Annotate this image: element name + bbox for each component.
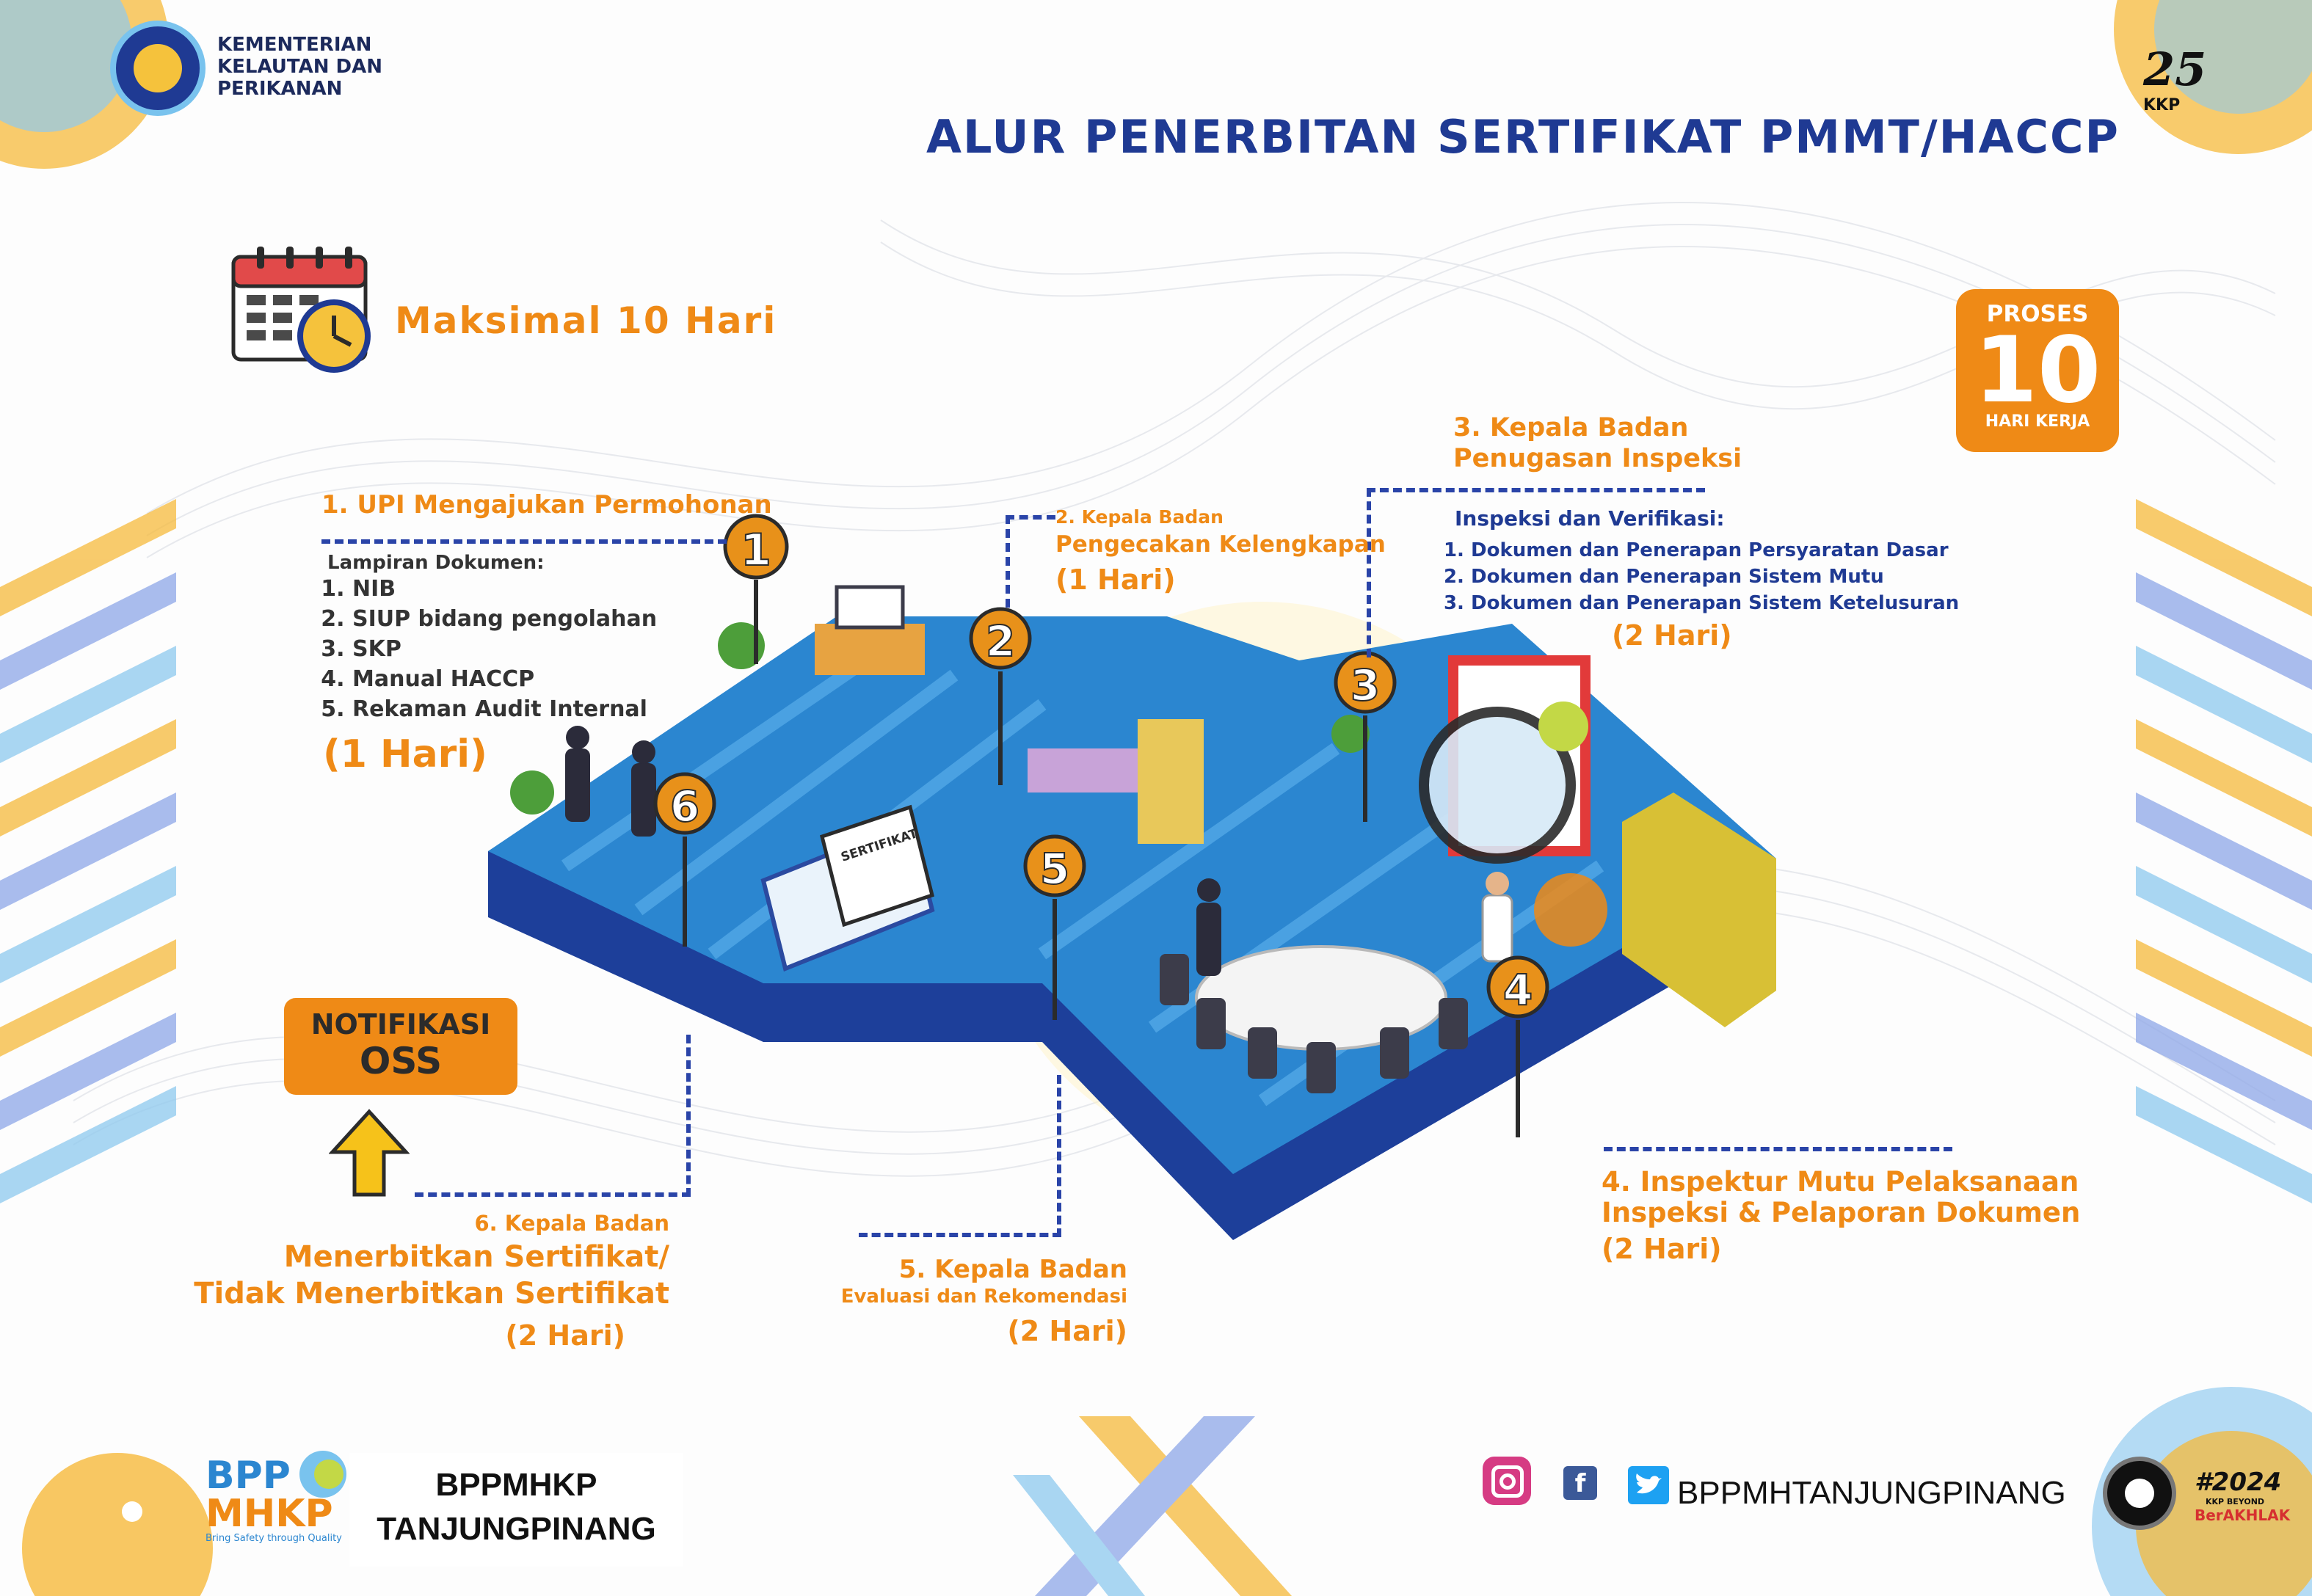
instagram-icon[interactable]: [1483, 1457, 1531, 1505]
connector-line-4: [1604, 1147, 1952, 1151]
social-handle[interactable]: BPPMHTANJUNGPINANG: [1677, 1475, 2066, 1511]
notification-line2: OSS: [359, 1040, 443, 1082]
inspection-item: Dokumen dan Penerapan Sistem Ketelusuran: [1471, 590, 1959, 616]
doc-item: SKP: [352, 634, 657, 664]
ministry-line: KEMENTERIAN: [217, 34, 372, 56]
facebook-icon[interactable]: f: [1563, 1466, 1597, 1500]
logo-tagline: Bring Safety through Quality: [206, 1533, 342, 1544]
max-duration-label: Maksimal 10 Hari: [395, 299, 777, 342]
step3-duration: (2 Hari): [1612, 619, 1732, 652]
badge-number: 10: [1974, 318, 2101, 423]
berakhlak-badge: #2024 KKP BEYOND BerAKHLAK: [2195, 1468, 2291, 1524]
step4-duration: (2 Hari): [1602, 1233, 1722, 1265]
connector-line-2: [1006, 515, 1055, 608]
unit-line: BPPMHKP: [435, 1467, 597, 1503]
connector-line-3: [1367, 488, 1705, 657]
anniversary-text: KKP: [2143, 96, 2181, 114]
office-floor-illustration: SERTIFIKAT: [488, 585, 1776, 1240]
campaign-brand: BerAKHLAK: [2195, 1506, 2291, 1524]
step6-title: 6. Kepala Badan: [474, 1211, 669, 1236]
step6-subtitle-line: Tidak Menerbitkan Sertifikat: [194, 1277, 669, 1311]
step5-subtitle: Evaluasi dan Rekomendasi: [840, 1286, 1127, 1308]
step6-subtitle-line: Menerbitkan Sertifikat/: [283, 1240, 669, 1274]
anniversary-logo: 25 KKP: [2143, 43, 2246, 114]
step3-sub-heading: Inspeksi dan Verifikasi:: [1455, 506, 1725, 531]
campaign-sub: KKP BEYOND: [2205, 1497, 2265, 1506]
step1-doc-heading: Lampiran Dokumen:: [327, 552, 545, 574]
step5-title: 5. Kepala Badan: [898, 1255, 1127, 1284]
ministry-name: KEMENTERIAN KELAUTAN DAN PERIKANAN: [217, 34, 382, 100]
step6-duration: (2 Hari): [505, 1319, 625, 1352]
inspection-item: Dokumen dan Penerapan Persyaratan Dasar: [1471, 537, 1959, 564]
notification-line1: NOTIFIKASI: [310, 1008, 491, 1041]
step3-item-list: Dokumen dan Penerapan Persyaratan Dasar …: [1450, 537, 1959, 616]
step4-title-line: Inspeksi & Pelaporan Dokumen: [1602, 1197, 2081, 1228]
inspection-item: Dokumen dan Penerapan Sistem Mutu: [1471, 564, 1959, 590]
step1-doc-list: NIB SIUP bidang pengolahan SKP Manual HA…: [327, 574, 657, 724]
doc-item: NIB: [352, 574, 657, 604]
unit-name: BPPMHKP TANJUNGPINANG: [349, 1453, 683, 1567]
step2-duration: (1 Hari): [1055, 564, 1176, 596]
page-title: ALUR PENERBITAN SERTIFIKAT PMMT/HACCP: [926, 110, 2120, 164]
doc-item: Manual HACCP: [352, 664, 657, 694]
badge-bottom-label: HARI KERJA: [1985, 412, 2090, 431]
step2-subtitle: Pengecakan Kelengkapan: [1055, 531, 1386, 558]
logo-bottom-text: MHKP: [206, 1492, 333, 1536]
process-days-badge: PROSES 10 HARI KERJA: [1956, 289, 2119, 452]
ministry-line: KELAUTAN DAN: [217, 56, 383, 78]
unit-line: TANJUNGPINANG: [377, 1511, 656, 1547]
ministry-line: PERIKANAN: [217, 78, 343, 100]
step3-title-line: 3. Kepala Badan: [1453, 413, 1689, 442]
step4-title: 4. Inspektur Mutu Pelaksanaan Inspeksi &…: [1602, 1167, 2080, 1228]
bppmhkp-logo: BPP MHKP Bring Safety through Quality: [206, 1451, 352, 1556]
step2-title: 2. Kepala Badan: [1055, 506, 1224, 528]
step6-block: 6. Kepala Badan Menerbitkan Sertifikat/ …: [191, 1211, 669, 1352]
step4-title-line: 4. Inspektur Mutu Pelaksanaan: [1602, 1166, 2079, 1198]
ministry-logo: [110, 21, 206, 116]
connector-line-6: [415, 1035, 691, 1197]
step3-title: 3. Kepala Badan Penugasan Inspeksi: [1453, 412, 1742, 474]
notification-oss-box: NOTIFIKASI OSS: [284, 998, 517, 1095]
agency-seal-logo: [2103, 1457, 2176, 1530]
arrow-up-icon: [329, 1109, 410, 1197]
campaign-tag: #2024: [2195, 1468, 2282, 1497]
step5-block: 5. Kepala Badan Evaluasi dan Rekomendasi…: [807, 1255, 1127, 1347]
step1-title: 1. UPI Mengajukan Permohonan: [321, 490, 772, 520]
doc-item: SIUP bidang pengolahan: [352, 604, 657, 634]
anniversary-number: 25: [2143, 43, 2207, 96]
connector-line-1: [321, 539, 727, 544]
badge-top-label: PROSES: [1986, 301, 2089, 327]
connector-line-5: [859, 1075, 1061, 1237]
step5-duration: (2 Hari): [1007, 1315, 1127, 1347]
twitter-icon[interactable]: [1628, 1466, 1669, 1504]
step3-title-line: Penugasan Inspeksi: [1453, 444, 1742, 473]
calendar-clock-icon: [231, 247, 371, 373]
doc-item: Rekaman Audit Internal: [352, 694, 657, 724]
step1-duration: (1 Hari): [323, 732, 487, 776]
logo-top-text: BPP: [206, 1454, 291, 1498]
